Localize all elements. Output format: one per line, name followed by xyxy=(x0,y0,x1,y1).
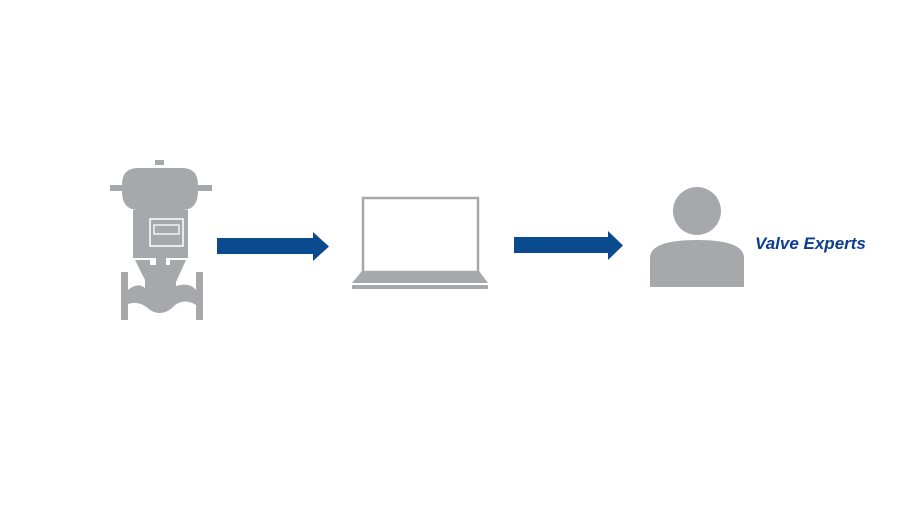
person-icon xyxy=(650,187,744,287)
arrow-valve-to-laptop xyxy=(217,232,329,261)
laptop-icon xyxy=(352,196,488,289)
control-valve-icon xyxy=(110,160,212,320)
arrow-laptop-to-person xyxy=(514,231,623,260)
valve-experts-label: Valve Experts xyxy=(755,234,866,253)
